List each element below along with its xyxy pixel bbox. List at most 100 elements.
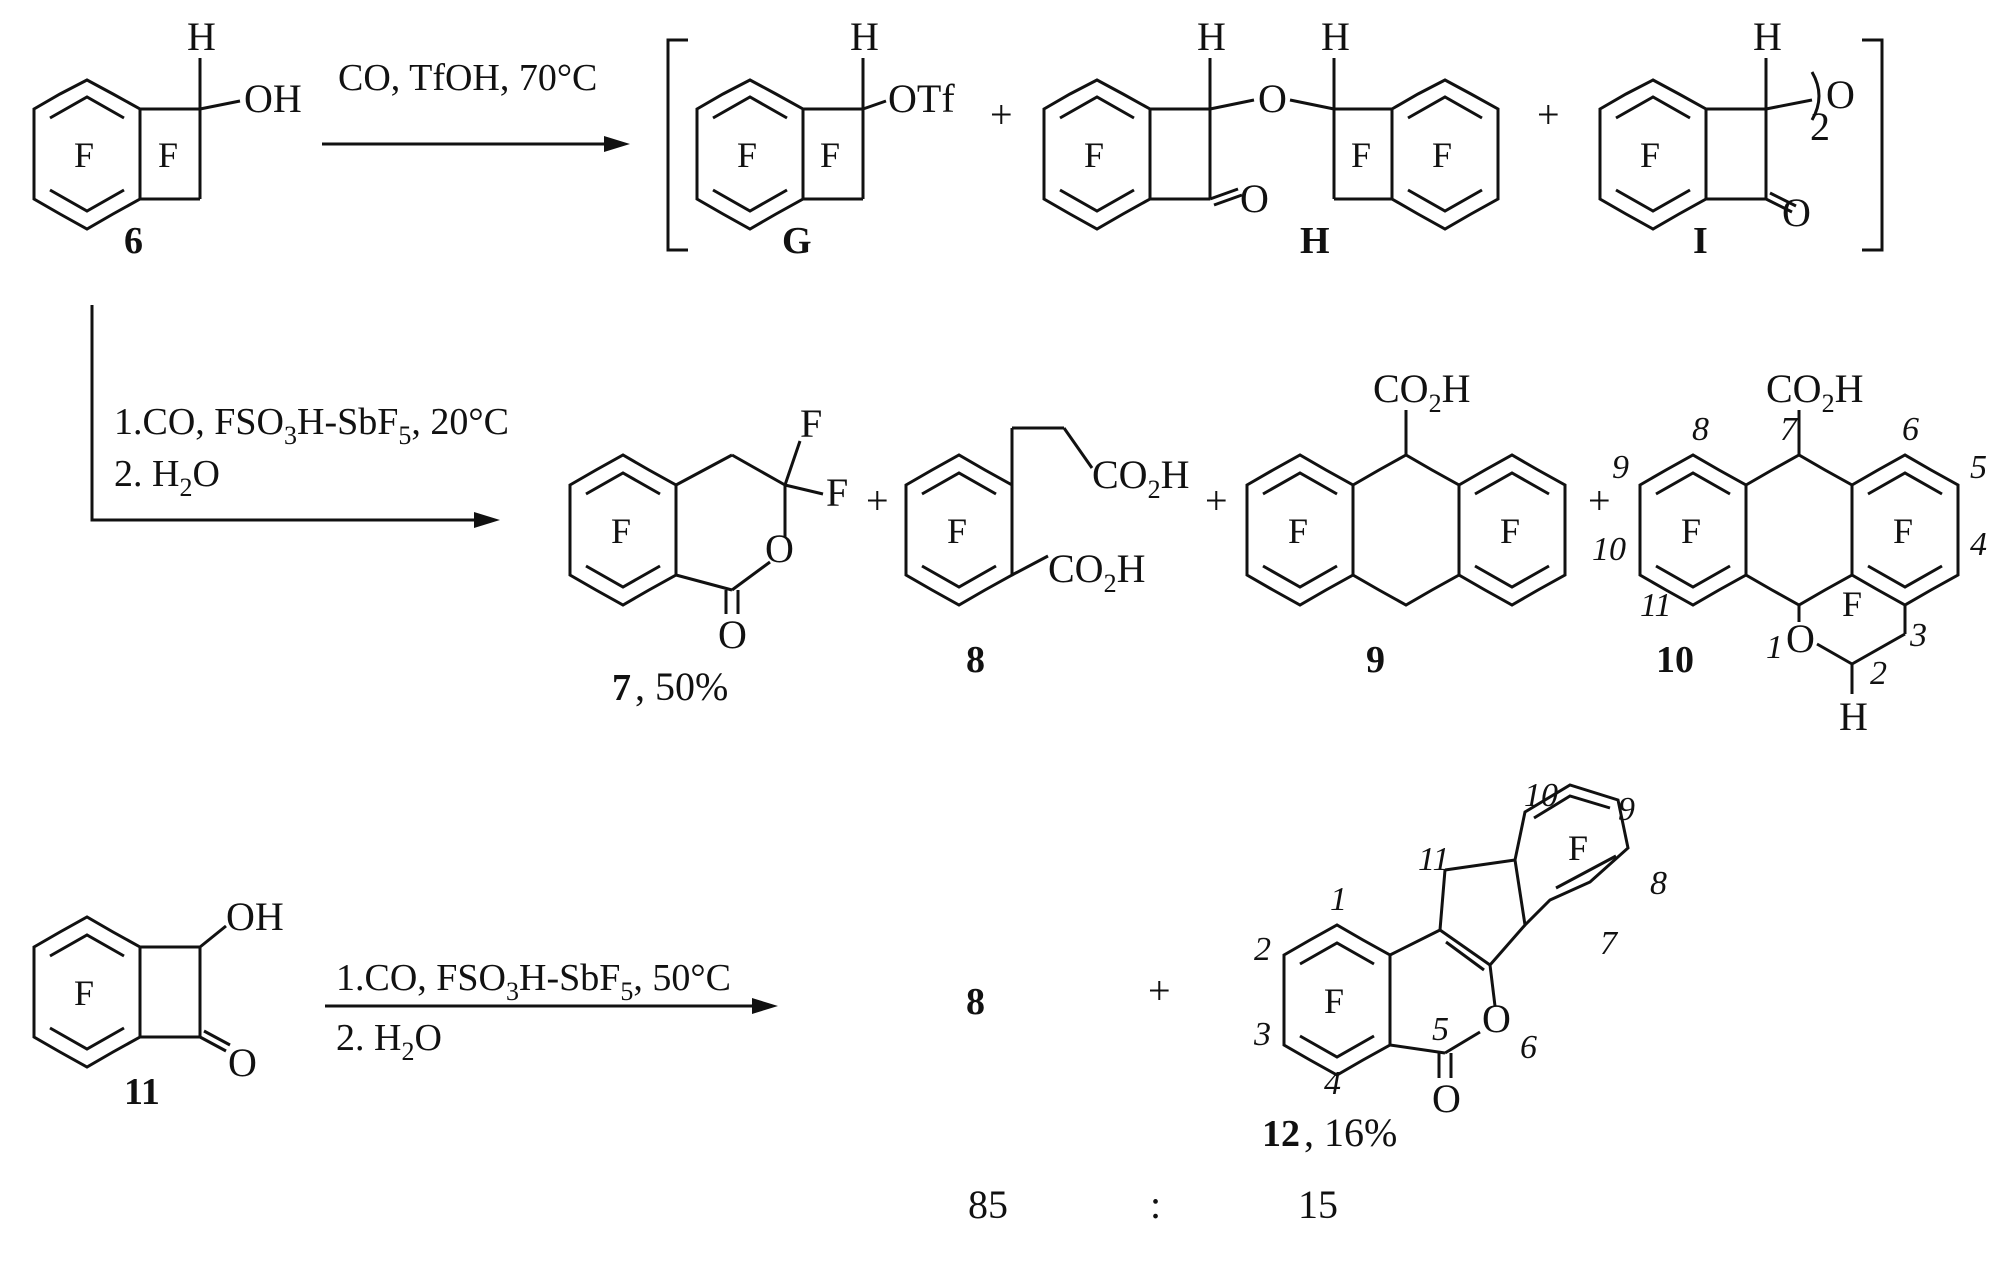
bond [1062,427,1094,469]
bond [1438,869,1447,931]
bond [1444,858,1516,872]
benzene-ring [1513,783,1630,929]
compound-label: 9 [1366,639,1385,681]
bond [783,440,802,486]
aromatic-circle [1474,564,1550,589]
bond [199,99,241,111]
ratio-left: 85 [968,1182,1008,1227]
aromatic-circle [1533,794,1611,820]
bond [1209,187,1239,201]
ring-label: F [1432,135,1452,175]
plus-sign: + [1205,478,1228,523]
ring-label: F [74,973,94,1013]
aromatic-circle [1407,95,1483,120]
parenthesis [1810,71,1821,121]
bond [1389,1043,1446,1055]
aromatic-circle [921,471,997,496]
bond [1488,924,1527,966]
atom-o: O [1826,72,1855,117]
benzene-ring [1744,453,1854,607]
aromatic-circle [1615,188,1691,213]
atom-o: O [1258,76,1287,121]
compound-label: I [1693,220,1708,262]
arrow-line [90,305,480,522]
locant: 6 [1902,411,1919,448]
atom-o: O [228,1040,257,1085]
aromatic-circle [1299,941,1375,966]
compound-label: 10 [1656,639,1694,681]
left-bracket [666,38,688,252]
compound-label: 6 [124,220,143,262]
ring-label: F [74,135,94,175]
compound-10: CO2H O H F F F 1 2 3 4 5 6 7 8 9 10 11 1… [1592,366,1987,739]
ring-label: F [1640,135,1660,175]
atom-o: O [718,612,747,657]
locant: 5 [1432,1011,1449,1048]
aromatic-circle [712,95,788,120]
compound-h: H H O O F F F H [1042,14,1500,262]
right-bracket [1862,38,1884,252]
aromatic-circle [49,188,125,213]
bond [1488,964,1497,1007]
benzene-ring [1457,453,1567,607]
bond [1851,632,1906,666]
atom-h: H [1197,14,1226,59]
locant: 11 [1640,587,1671,624]
arrow-head [474,512,500,528]
aromatic-circle [49,1026,125,1051]
atom-f: F [826,470,848,515]
atom-h: H [850,14,879,59]
bond [1816,642,1853,666]
plus-sign: + [866,478,889,523]
aromatic-circle [921,564,997,589]
aromatic-circle [712,188,788,213]
compound-7: F F O O F 7, 50% [568,401,848,709]
reaction-arrow-1: CO, TfOH, 70°C [322,57,630,152]
atom-h: H [1321,14,1350,59]
aromatic-circle [1407,188,1483,213]
ring-label: F [820,135,840,175]
locant: 8 [1650,865,1667,902]
locant: 1 [1330,881,1347,918]
bond [1445,940,1485,972]
bond [1209,98,1255,111]
ring-label: F [1681,511,1701,551]
locant: 2 [1254,931,1271,968]
aromatic-circle [1655,471,1731,496]
atom-o: O [1432,1076,1461,1121]
atom-oh: OH [244,76,302,121]
benzene-ring [1390,78,1500,231]
aromatic-circle [1867,564,1943,589]
bond [1765,98,1813,111]
condition-text: 1.CO, FSO3H-SbF5, 50°C [336,957,731,1006]
locant: 1 [1766,629,1783,666]
condition-text: 2. H2O [336,1017,442,1066]
ring-label: F [1568,828,1588,868]
carboxyl-label: CO2H [1766,366,1863,418]
aromatic-circle [585,471,661,496]
condition-text: 1.CO, FSO3H-SbF5, 20°C [114,401,509,450]
compound-label: 8 [966,639,985,681]
arrow-head [752,998,778,1014]
bond [203,1029,231,1047]
locant: 4 [1970,526,1987,563]
ratio-separator: : [1150,1182,1161,1227]
bond [199,1035,227,1053]
subscript-2: 2 [1810,104,1830,149]
bond [1769,191,1797,208]
condition-text: 2. H2O [114,453,220,502]
aromatic-circle [1655,564,1731,589]
aromatic-circle [585,564,661,589]
bond [1444,1030,1481,1055]
locant: 10 [1592,531,1626,568]
aromatic-circle [1555,854,1617,890]
compound-9: CO2H F F 9 [1245,366,1567,681]
bond [675,573,733,592]
locant: 7 [1780,411,1799,448]
aromatic-circle [1299,1034,1375,1059]
locant: 9 [1618,791,1635,828]
atom-o: O [1782,190,1811,235]
aromatic-circle [1059,95,1135,120]
compound-label: 12, 16% [1262,1110,1397,1155]
carboxyl-label: CO2H [1373,366,1470,418]
